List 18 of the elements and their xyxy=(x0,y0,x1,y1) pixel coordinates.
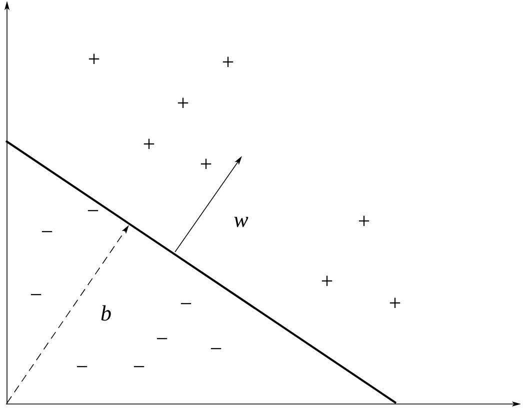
minus-sign: − xyxy=(180,303,192,304)
vector-label: w xyxy=(234,216,248,228)
minus-sign: − xyxy=(156,338,168,340)
plus-sign: + xyxy=(88,54,100,64)
plus-sign: + xyxy=(144,138,154,150)
plus-sign: + xyxy=(200,158,212,170)
plus-sign: + xyxy=(358,216,370,226)
minus-sign: − xyxy=(134,366,144,368)
minus-sign: − xyxy=(76,366,88,368)
offset-label: b xyxy=(101,305,111,321)
minus-sign: − xyxy=(210,348,222,350)
plus-sign: + xyxy=(390,298,400,308)
plus-sign: + xyxy=(222,56,234,68)
minus-sign: − xyxy=(42,231,52,232)
minus-sign: − xyxy=(88,210,98,212)
plus-sign: + xyxy=(322,276,332,286)
minus-sign: − xyxy=(30,294,42,296)
plus-sign: + xyxy=(178,98,188,108)
